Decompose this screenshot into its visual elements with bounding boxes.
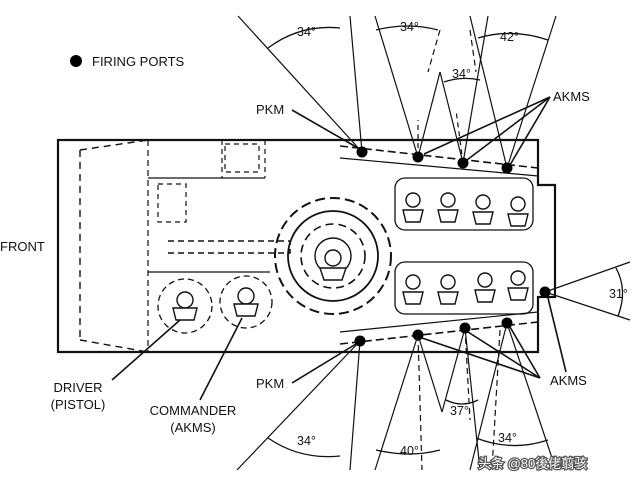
soldier-figure — [402, 274, 424, 305]
driver-figure — [172, 291, 198, 321]
soldier-figure — [402, 192, 424, 223]
angle-label: 42° — [500, 30, 519, 44]
front-label: FRONT — [0, 239, 45, 254]
soldier-figure — [474, 272, 496, 303]
firing-port — [501, 317, 513, 329]
firing-ports — [354, 146, 551, 347]
firing-port — [356, 146, 368, 158]
commander-label: COMMANDER — [150, 403, 237, 418]
legend-dot-icon — [70, 55, 82, 67]
firing-port — [412, 329, 424, 341]
firing-port — [539, 286, 551, 298]
firing-port — [457, 157, 469, 169]
angle-label: 34° — [452, 67, 471, 81]
soldier-figure — [437, 192, 459, 223]
angle-label: 31° — [609, 287, 628, 301]
soldier-figure — [507, 196, 529, 227]
angle-label: 34° — [297, 25, 316, 39]
firing-port — [501, 162, 513, 174]
angle-label: 34° — [297, 434, 316, 448]
watermark-text: 头条 @80後佬翦骇 — [478, 456, 587, 471]
akms-top-label: AKMS — [553, 89, 590, 104]
legend-label: FIRING PORTS — [92, 54, 185, 69]
soldier-figure — [472, 194, 494, 225]
pkm-top-label: PKM — [256, 102, 284, 117]
angle-label: 34° — [498, 431, 517, 445]
soldier-figure — [507, 270, 529, 301]
commander-figure — [233, 287, 259, 317]
angle-label: 40° — [400, 444, 419, 458]
pkm-bottom-label: PKM — [256, 376, 284, 391]
commander-weapon-label: (AKMS) — [170, 420, 216, 435]
crew-figures — [172, 192, 529, 321]
angle-arcs — [267, 25, 624, 458]
leader-lines — [111, 96, 567, 401]
driver-label: DRIVER — [53, 380, 102, 395]
gunner-figure — [319, 249, 347, 281]
driver-weapon-label: (PISTOL) — [51, 397, 106, 412]
firing-port — [354, 335, 366, 347]
angle-label: 37° — [450, 404, 469, 418]
akms-bottom-label: AKMS — [550, 373, 587, 388]
firing-port — [459, 322, 471, 334]
angle-label: 34° — [400, 20, 419, 34]
firing-port — [412, 151, 424, 163]
soldier-figure — [437, 274, 459, 305]
vehicle-hull — [56, 138, 557, 354]
firing-arcs — [236, 15, 631, 471]
